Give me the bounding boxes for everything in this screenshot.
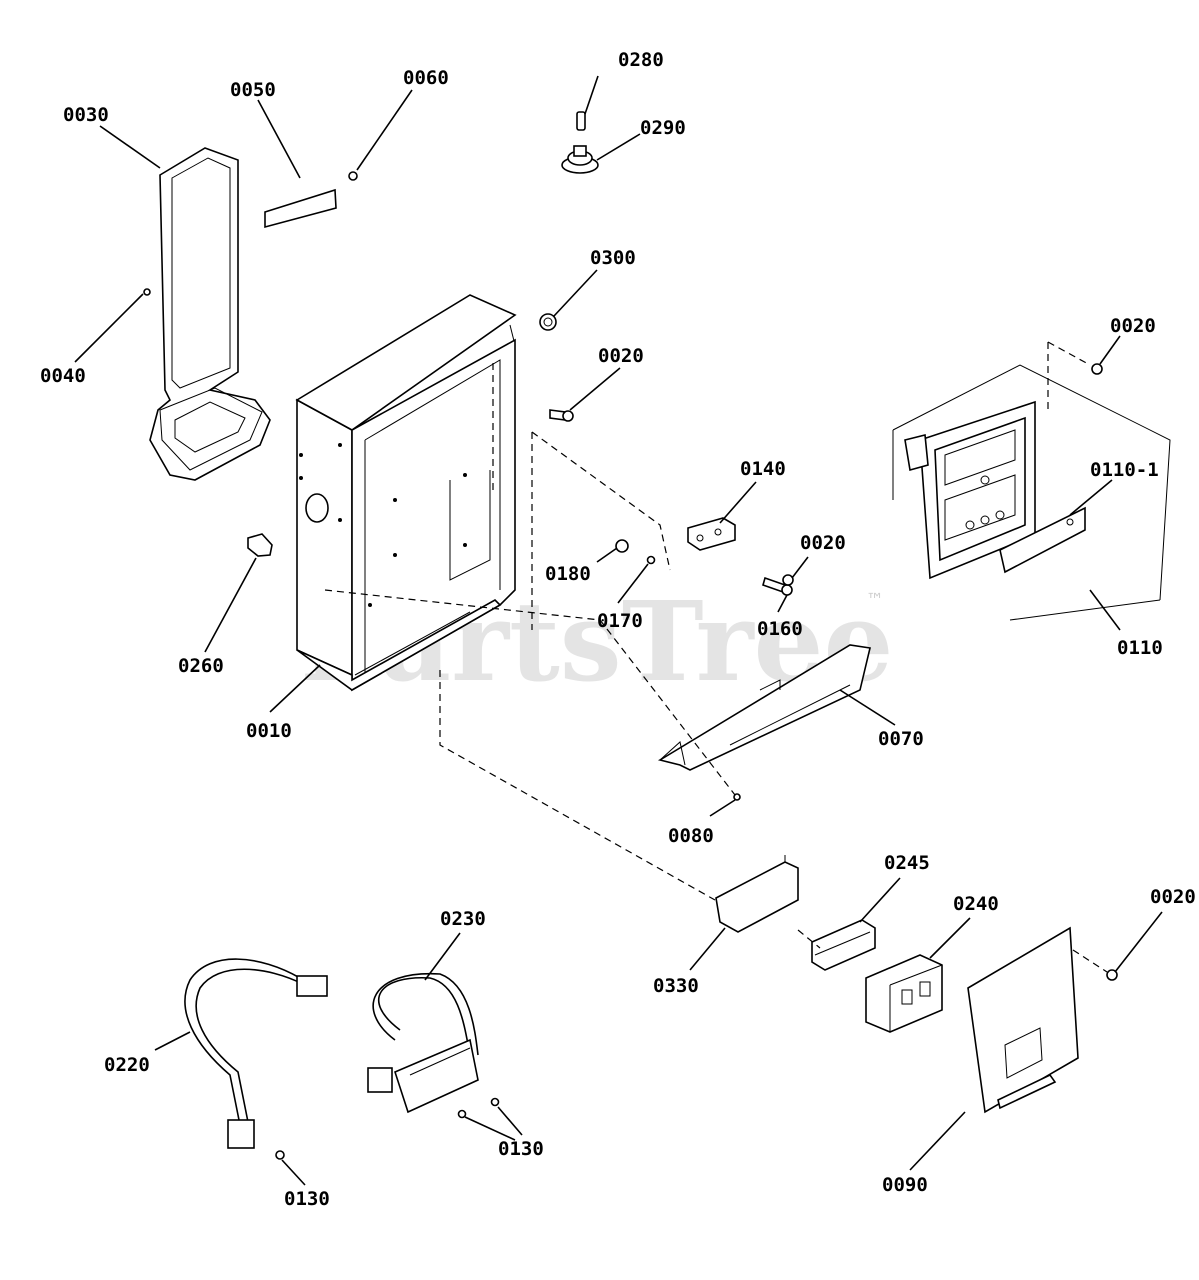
callout-0230[interactable]: 0230 — [440, 908, 486, 930]
callout-0040[interactable]: 0040 — [40, 365, 86, 387]
callout-0160[interactable]: 0160 — [757, 618, 803, 640]
callout-0090[interactable]: 0090 — [882, 1174, 928, 1196]
callout-0130-b[interactable]: 0130 — [498, 1138, 544, 1160]
part-0300-grommet[interactable] — [539, 313, 557, 331]
callout-0290[interactable]: 0290 — [640, 117, 686, 139]
part-0290-knob[interactable] — [561, 145, 599, 174]
part-0330-bracket[interactable] — [715, 855, 799, 933]
part-0245-fuse-holder[interactable] — [811, 919, 876, 971]
part-0240-contactor[interactable] — [865, 954, 943, 1033]
part-0060-nut[interactable] — [348, 171, 358, 181]
part-0130-washer-b[interactable] — [457, 1097, 500, 1119]
part-0170-washer[interactable] — [646, 555, 656, 565]
callout-0020-d[interactable]: 0020 — [1150, 886, 1196, 908]
part-0090-cover-plate[interactable] — [967, 926, 1079, 1114]
part-0280-pin[interactable] — [576, 111, 586, 131]
assembly-lines — [324, 341, 1108, 973]
part-0110-1-bracket[interactable] — [999, 506, 1086, 574]
callout-0245[interactable]: 0245 — [884, 852, 930, 874]
callout-0140[interactable]: 0140 — [740, 458, 786, 480]
callout-labels: 0280 0290 0050 0060 0030 0300 0040 0020 … — [40, 49, 1196, 1210]
part-0130-washer-a[interactable] — [275, 1150, 285, 1160]
callout-0020-a[interactable]: 0020 — [598, 345, 644, 367]
callout-0030[interactable]: 0030 — [63, 104, 109, 126]
part-0040-screw[interactable] — [143, 288, 151, 296]
part-0020-screw-a[interactable] — [549, 409, 574, 422]
callout-0020-c[interactable]: 0020 — [800, 532, 846, 554]
part-0080-screw[interactable] — [733, 793, 741, 801]
part-0050-label[interactable] — [264, 188, 337, 229]
callout-0070[interactable]: 0070 — [878, 728, 924, 750]
callout-0060[interactable]: 0060 — [403, 67, 449, 89]
part-0030-air-duct[interactable] — [149, 147, 271, 481]
callout-0240[interactable]: 0240 — [953, 893, 999, 915]
part-0010-enclosure[interactable] — [295, 294, 517, 692]
callout-0080[interactable]: 0080 — [668, 825, 714, 847]
leader-lines — [74, 75, 1163, 1186]
part-0020-screw-c[interactable] — [1091, 363, 1103, 375]
part-0110-control-panel[interactable] — [892, 364, 1171, 621]
callout-0300[interactable]: 0300 — [590, 247, 636, 269]
callout-0110-1[interactable]: 0110-1 — [1090, 459, 1159, 481]
part-0070-rail[interactable] — [657, 644, 871, 771]
part-0260-clip[interactable] — [247, 533, 273, 557]
part-0020-screw-b[interactable] — [782, 574, 794, 586]
callout-0220[interactable]: 0220 — [104, 1054, 150, 1076]
callout-0260[interactable]: 0260 — [178, 655, 224, 677]
part-0230-harness[interactable] — [367, 973, 479, 1114]
callout-0170[interactable]: 0170 — [597, 610, 643, 632]
callout-0050[interactable]: 0050 — [230, 79, 276, 101]
callout-0010[interactable]: 0010 — [246, 720, 292, 742]
part-0220-harness[interactable] — [184, 958, 328, 1149]
callout-0130-a[interactable]: 0130 — [284, 1188, 330, 1210]
callout-0020-b[interactable]: 0020 — [1110, 315, 1156, 337]
part-0180-nut[interactable] — [615, 539, 629, 553]
part-0020-screw-d[interactable] — [1106, 969, 1118, 981]
callout-0280[interactable]: 0280 — [618, 49, 664, 71]
part-0140-bracket[interactable] — [687, 517, 736, 551]
callout-0110[interactable]: 0110 — [1117, 637, 1163, 659]
callout-0180[interactable]: 0180 — [545, 563, 591, 585]
watermark-trademark: ™ — [866, 590, 884, 611]
callout-0330[interactable]: 0330 — [653, 975, 699, 997]
